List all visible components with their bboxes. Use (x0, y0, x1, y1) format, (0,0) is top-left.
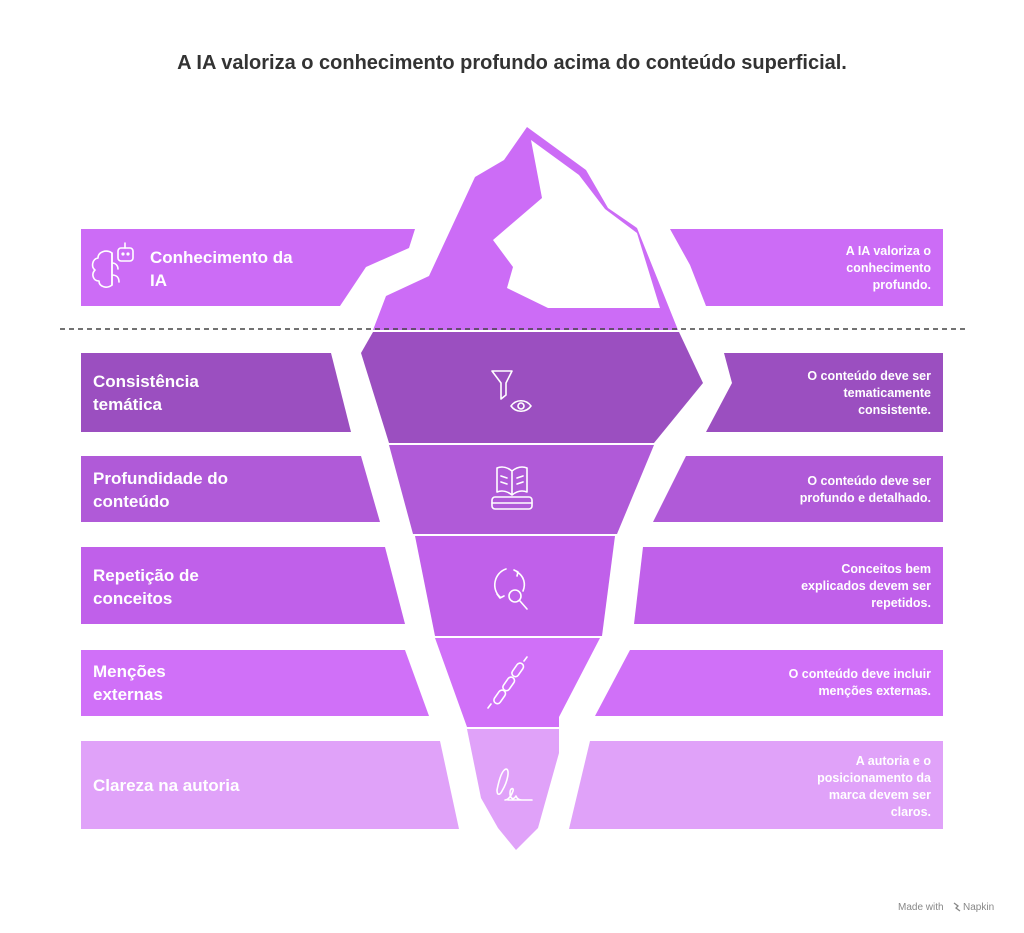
left-band (81, 741, 459, 829)
funnel-eye-icon (491, 370, 532, 413)
row-label: Consistência (93, 372, 199, 391)
row-desc: profundo e detalhado. (800, 491, 931, 505)
row-desc: repetidos. (871, 596, 931, 610)
row-desc: claros. (891, 805, 931, 819)
row-label: IA (150, 271, 167, 290)
iceberg-segment (361, 332, 703, 443)
row-desc: A IA valoriza o (846, 244, 932, 258)
row-desc: explicados devem ser (801, 579, 931, 593)
made-with-napkin[interactable]: Made with Napkin (898, 902, 994, 913)
row-label: Conhecimento da (150, 248, 293, 267)
row-clareza-na-autoria: Clareza na autoria A autoria e o posicio… (81, 729, 943, 850)
left-band (81, 650, 429, 716)
row-mencoes-externas: Menções externas O conteúdo deve incluir… (81, 638, 943, 727)
row-label: Menções (93, 662, 166, 681)
row-conhecimento-da-ia: Conhecimento da IA A IA valoriza o conhe… (81, 127, 943, 330)
row-label: Clareza na autoria (93, 776, 240, 795)
left-band (81, 353, 351, 432)
right-band (595, 650, 943, 716)
refresh-search-icon (493, 568, 528, 610)
row-desc: profundo. (873, 278, 931, 292)
iceberg-snow (493, 140, 660, 308)
row-desc: posicionamento da (817, 771, 932, 785)
row-label: temática (93, 395, 163, 414)
chain-link-icon (487, 656, 528, 709)
left-band (81, 547, 405, 624)
row-profundidade-do-conteudo: Profundidade do conteúdo O conteúdo deve… (81, 445, 943, 534)
row-desc: O conteúdo deve ser (807, 474, 931, 488)
row-desc: Conceitos bem (841, 562, 931, 576)
left-band (81, 456, 380, 522)
row-label: externas (93, 685, 163, 704)
row-desc: menções externas. (818, 684, 931, 698)
row-label: Repetição de (93, 566, 199, 585)
row-desc: tematicamente (843, 386, 931, 400)
brain-robot-icon (91, 242, 134, 288)
row-desc: conhecimento (846, 261, 931, 275)
row-desc: O conteúdo deve ser (807, 369, 931, 383)
row-label: Profundidade do (93, 469, 228, 488)
left-band (81, 229, 415, 306)
row-label: conteúdo (93, 492, 170, 511)
right-band (569, 741, 943, 829)
iceberg-segment (415, 536, 615, 636)
row-desc: marca devem ser (829, 788, 931, 802)
right-band (706, 353, 943, 432)
iceberg-segment (435, 638, 600, 727)
napkin-logo-icon (953, 902, 961, 912)
book-icon (491, 466, 533, 510)
row-label: conceitos (93, 589, 172, 608)
signature-icon (496, 768, 533, 801)
row-desc: A autoria e o (856, 754, 932, 768)
right-band (634, 547, 943, 624)
row-consistencia-tematica: Consistência temática O conteúdo deve se… (81, 332, 943, 443)
row-desc: consistente. (858, 403, 931, 417)
napkin-brand-text: Napkin (963, 902, 994, 913)
diagram-title: A IA valoriza o conhecimento profundo ac… (177, 52, 847, 74)
iceberg-segment (389, 445, 654, 534)
row-desc: O conteúdo deve incluir (789, 667, 932, 681)
right-band (670, 229, 943, 306)
right-band (653, 456, 943, 522)
made-with-text: Made with (898, 902, 944, 913)
row-repeticao-de-conceitos: Repetição de conceitos Conceitos bem exp… (81, 536, 943, 636)
